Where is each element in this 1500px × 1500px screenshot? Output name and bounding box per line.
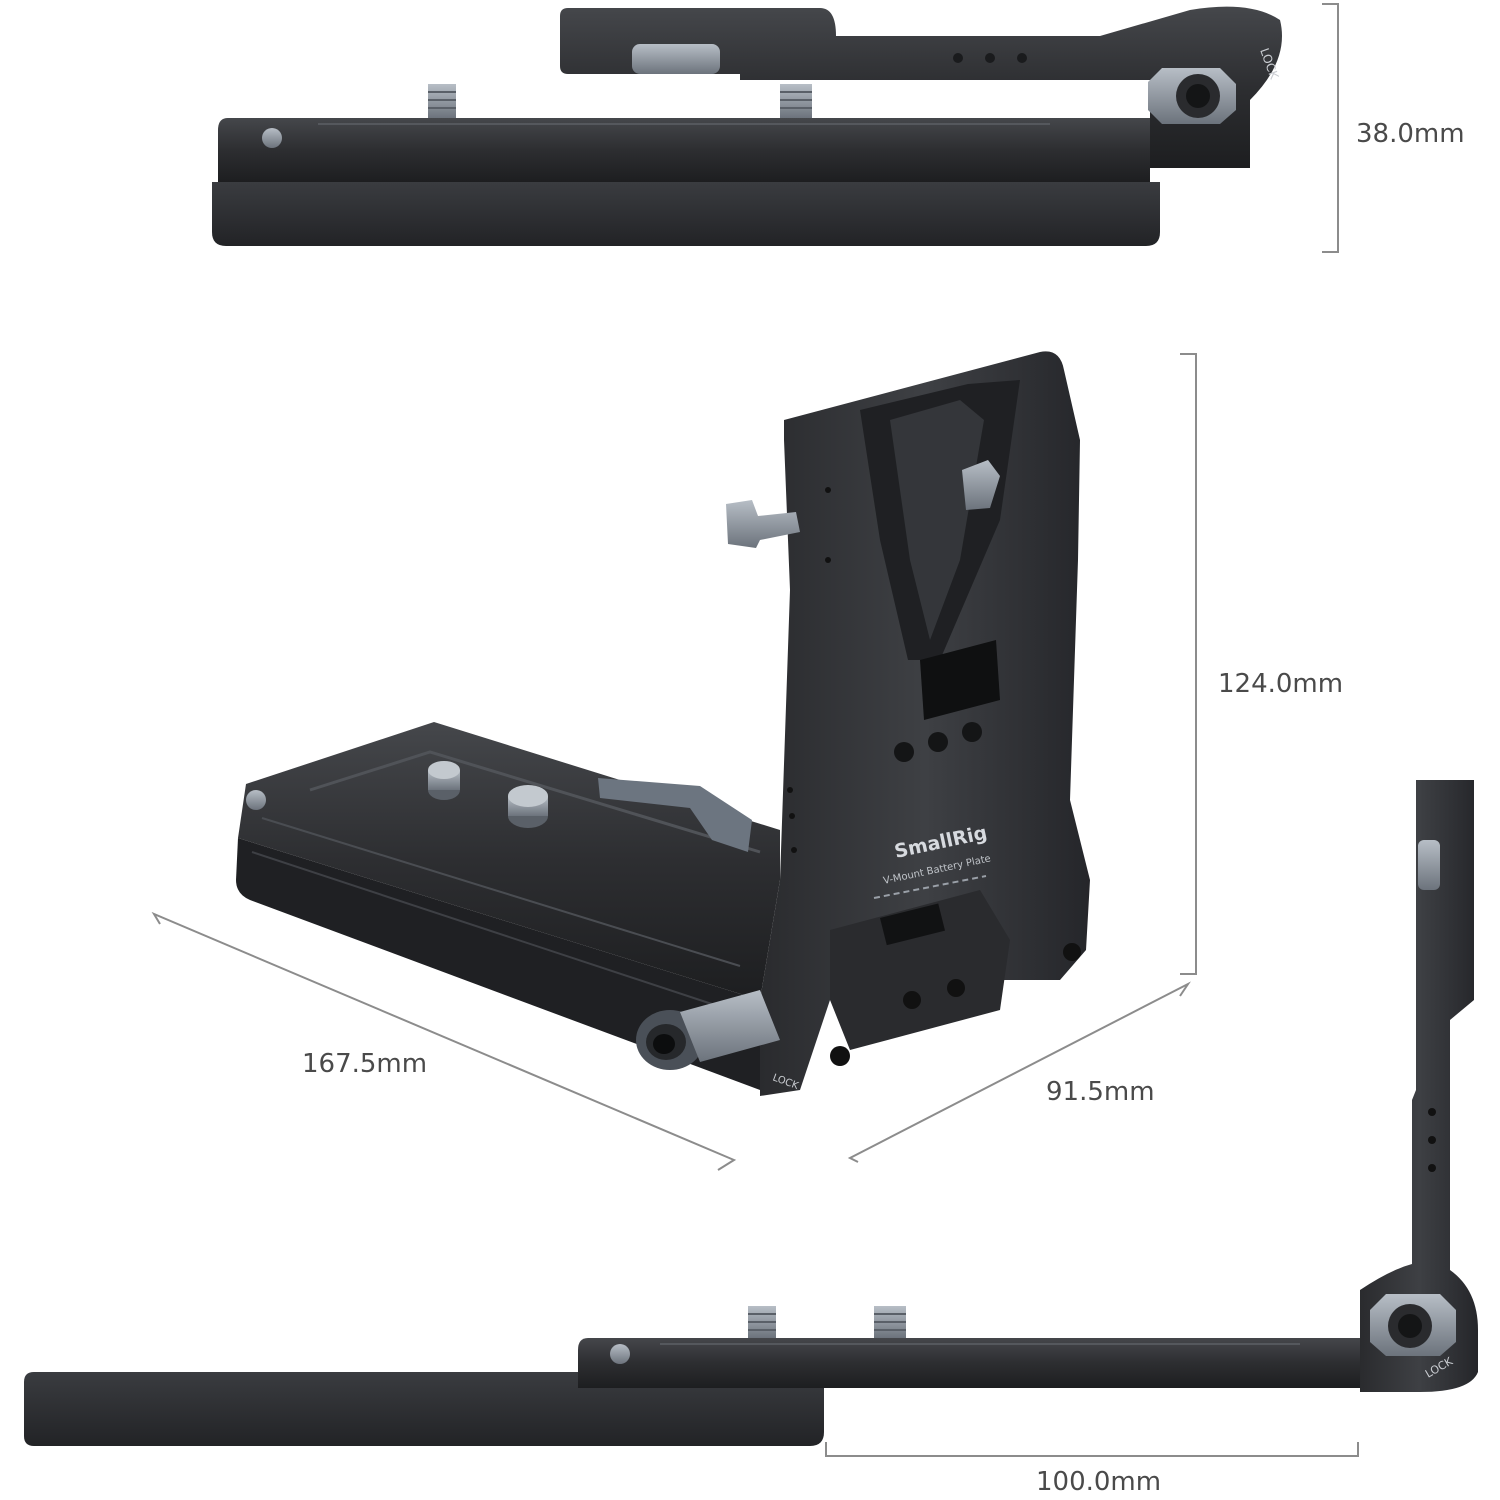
- main-front-lock-knob[interactable]: [636, 990, 780, 1070]
- main-release-lever[interactable]: [598, 778, 752, 852]
- dimension-height-top: 38.0mm: [1322, 3, 1465, 253]
- bottom-view-lock-knob[interactable]: [1370, 1294, 1456, 1356]
- main-screw: [508, 785, 548, 828]
- bottom-view-screw: [874, 1306, 906, 1338]
- bottom-view-screw: [748, 1306, 776, 1338]
- top-view-release-tab: [632, 44, 720, 74]
- dimension-width-main: 91.5mm: [847, 981, 1191, 1163]
- bottom-side-view: LOCK: [24, 780, 1478, 1446]
- main-upright-plate: [760, 351, 1090, 1096]
- main-base-pin: [246, 790, 266, 810]
- dimension-label-124: 124.0mm: [1218, 669, 1343, 699]
- dimension-label-167: 167.5mm: [302, 1049, 427, 1079]
- top-view-folded-arm: [560, 6, 1282, 168]
- top-side-view: LOCK: [212, 6, 1282, 246]
- top-view-screw: [780, 84, 812, 118]
- top-view-pin: [262, 128, 282, 148]
- bottom-view-base-rail: [24, 1372, 824, 1446]
- dimension-height-main: 124.0mm: [1180, 353, 1343, 975]
- dimension-label-91: 91.5mm: [1046, 1077, 1155, 1107]
- top-view-top-plate: [218, 118, 1150, 182]
- dimension-label-38: 38.0mm: [1356, 119, 1465, 149]
- bottom-view-pin: [610, 1344, 630, 1364]
- dimension-length-main: 167.5mm: [151, 911, 737, 1171]
- dimension-offset-bottom: 100.0mm: [825, 1442, 1359, 1497]
- main-latch-tab: [962, 460, 1000, 510]
- main-screw: [428, 761, 460, 800]
- top-view-lock-knob[interactable]: [1148, 68, 1236, 124]
- bottom-view-upright: [1360, 780, 1478, 1392]
- main-mount-hole-row: [894, 722, 982, 762]
- bottom-view-release-tab: [1418, 840, 1440, 890]
- top-view-base-rail: [212, 182, 1160, 246]
- main-clamp-block: [830, 890, 1010, 1050]
- main-perspective-view: SmallRig V-Mount Battery Plate LOCK: [236, 351, 1090, 1096]
- dimension-label-100: 100.0mm: [1036, 1467, 1161, 1497]
- main-side-locking-knob[interactable]: [726, 500, 800, 548]
- bottom-view-top-plate: [578, 1338, 1360, 1388]
- main-window-cutout: [920, 640, 1000, 720]
- top-view-screw: [428, 84, 456, 118]
- main-base-plate-side: [236, 838, 760, 1090]
